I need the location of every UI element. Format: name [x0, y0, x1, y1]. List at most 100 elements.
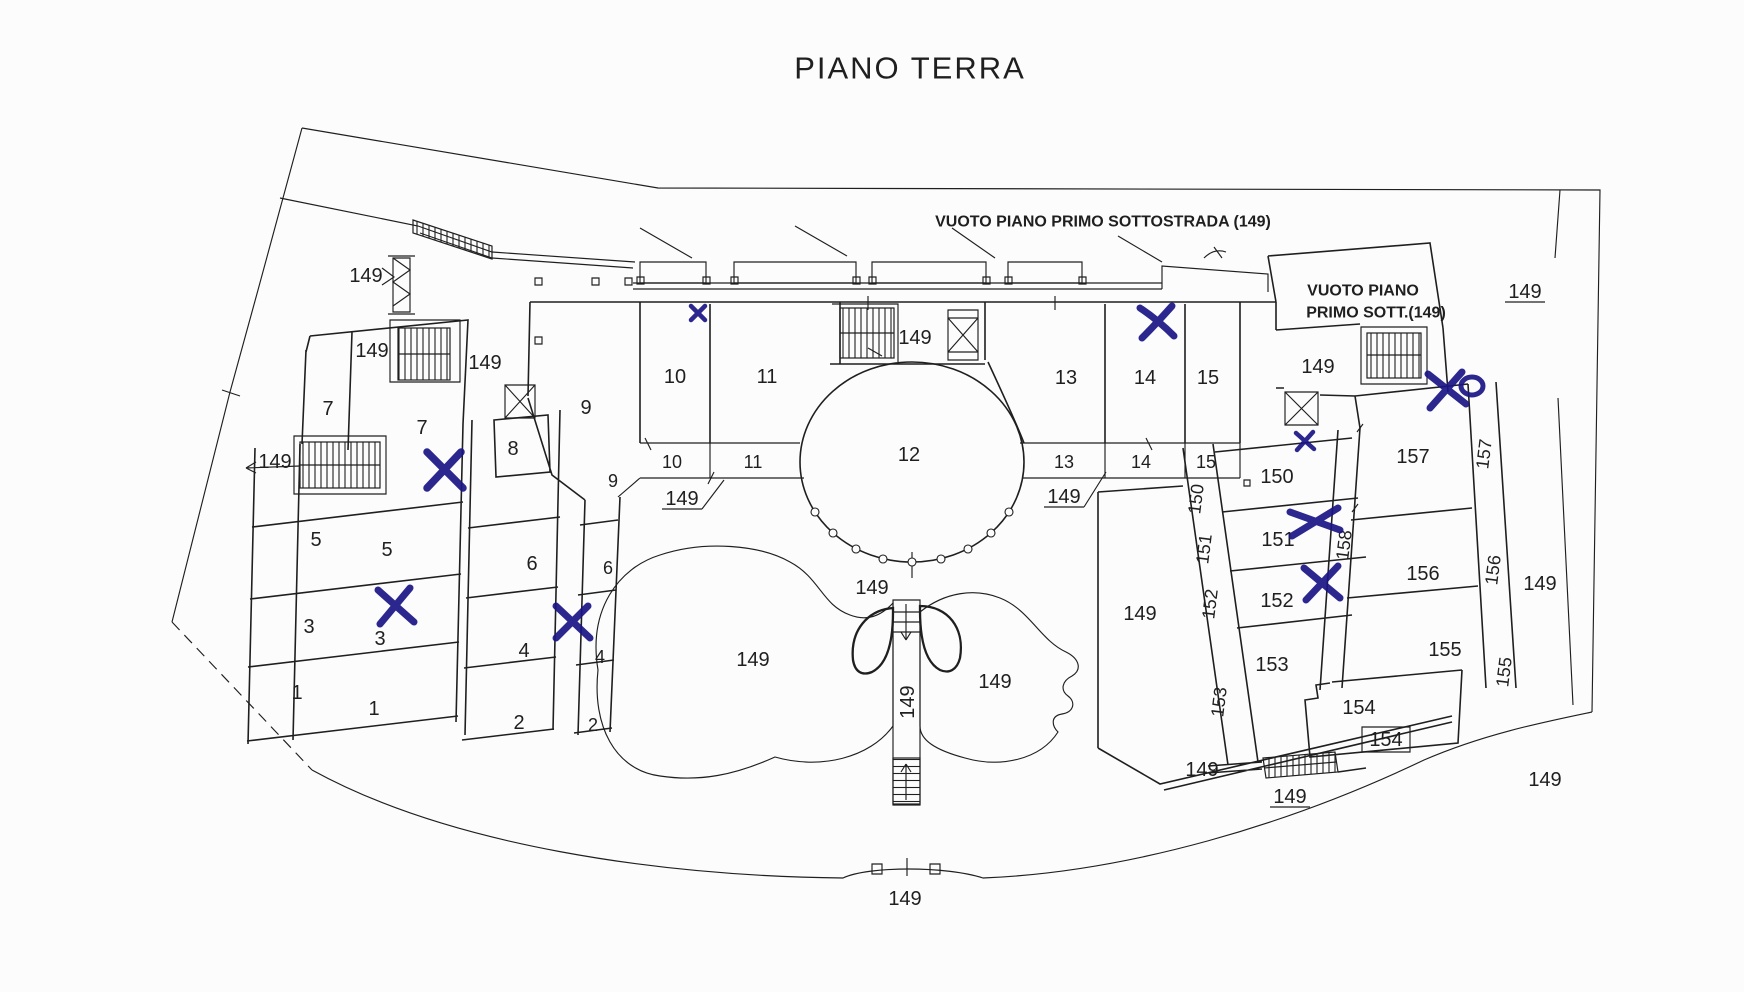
room-label-4: 4: [518, 640, 529, 662]
stairs: [245, 219, 1428, 805]
rotunda-column: [907, 557, 917, 567]
canopy-edge: [279, 197, 1269, 292]
area-label-149: 149: [468, 352, 501, 374]
area-label-149-pond: 149: [978, 671, 1011, 693]
area-label-149: 149: [258, 451, 291, 473]
ladder-truss-icon: [381, 255, 415, 315]
area-label-149-walkway: 149: [897, 685, 919, 718]
area-label-149-terrace: 149: [1123, 603, 1156, 625]
pen-x-mark-icon: [1136, 302, 1178, 342]
room-label-150: 150: [1260, 466, 1293, 488]
garden-courtyard: [595, 545, 1079, 806]
room-label-7: 7: [416, 417, 427, 439]
stairs-walkway-arrow-up: [900, 763, 912, 800]
elevator-icon: [1284, 391, 1319, 426]
pen-x-mark-icon: [1300, 562, 1344, 604]
pond-left: [595, 545, 894, 779]
pen-x-mark-icon: [374, 584, 418, 628]
room-label-10: 10: [664, 366, 686, 388]
room-label-8: 8: [507, 438, 518, 460]
area-label-149: 149: [1185, 759, 1218, 781]
room-label-152: 152: [1260, 590, 1293, 612]
room-label-5: 5: [381, 539, 392, 561]
site-boundary-outline: [171, 127, 1601, 879]
rotunda-column: [851, 544, 861, 554]
rotunda-column: [878, 554, 888, 564]
pen-x-mark-icon: [1293, 429, 1317, 453]
room-label-151-vertical: 151: [1192, 533, 1216, 565]
room-label-2-strip: 2: [588, 715, 598, 735]
rotunda-column: [1004, 507, 1014, 517]
pen-x-loop-mark-icon: [1424, 368, 1470, 412]
room-label-156: 156: [1406, 563, 1439, 585]
area-label-149-planters: 149: [855, 577, 888, 599]
column-markers: [534, 277, 633, 345]
room-label-7-strip: 7: [322, 398, 333, 420]
elevator-icon: [947, 309, 979, 361]
area-label-149-underlined: 149: [1047, 486, 1080, 508]
rotunda-column: [828, 528, 838, 538]
room-label-5-strip: 5: [310, 529, 321, 551]
pond-right: [919, 592, 1079, 763]
room-label-155: 155: [1428, 639, 1461, 661]
annotation-vuoto-top: VUOTO PIANO PRIMO SOTTOSTRADA (149): [935, 214, 1271, 231]
site-boundary-dashed: [171, 621, 313, 771]
room-label-9: 9: [580, 397, 591, 419]
area-label-149-garden: 149: [736, 649, 769, 671]
room-label-1: 1: [368, 698, 379, 720]
room-label-3: 3: [374, 628, 385, 650]
walls-left-wing: [246, 319, 621, 745]
skylight-boxes: [636, 261, 1087, 285]
stairs-bottom-right-rail: [1263, 761, 1337, 769]
area-label-149-underlined: 149: [1273, 786, 1306, 808]
room-label-6-strip: 6: [603, 558, 613, 578]
room-label-13: 13: [1055, 367, 1077, 389]
rotunda-column: [963, 544, 973, 554]
skylight-leader-lines: [639, 225, 1227, 263]
elevators: [504, 309, 1319, 426]
stairs-core-center-rail: [832, 303, 899, 362]
walls-vuoto-right-block: [1240, 242, 1449, 397]
room-label-151: 151: [1261, 529, 1294, 551]
room-label-12: 12: [898, 444, 920, 466]
planter-leaf-right: [918, 604, 962, 673]
room-label-150-vertical: 150: [1184, 483, 1208, 515]
walkway-arrow-down: [900, 604, 912, 641]
area-label-149: 149: [1528, 769, 1561, 791]
annotation-vuoto-right-2: PRIMO SOTT.(149): [1306, 305, 1446, 322]
rotunda-room-12: [799, 361, 1025, 578]
room-label-154-boxed: 154: [1369, 729, 1402, 751]
dimension-ticks: [644, 296, 1364, 513]
planter-leaf-left: [851, 606, 895, 675]
pen-x-mark-icon: [1286, 504, 1344, 540]
site-entrance-marks: [871, 858, 941, 876]
stairs-core-right-rail: [1360, 326, 1428, 385]
room-label-11: 11: [757, 366, 778, 388]
room-label-11-corridor: 11: [744, 452, 763, 472]
area-label-149: 149: [888, 888, 921, 910]
area-label-149-core: 149: [898, 327, 931, 349]
rotunda-column: [810, 507, 820, 517]
area-label-149: 149: [349, 265, 382, 287]
annotation-vuoto-right-1: VUOTO PIANO: [1307, 283, 1419, 300]
room-label-14-corridor: 14: [1131, 452, 1151, 472]
pen-x-mark-icon: [423, 448, 467, 492]
stairs-left-wing-west-rail: [245, 435, 387, 495]
walls-right-room-block: [1097, 381, 1517, 791]
label-leader-lines: [662, 301, 1545, 808]
room-label-1-strip: 1: [291, 682, 302, 704]
area-label-149-underlined: 149: [665, 488, 698, 510]
room-label-153-vertical: 153: [1207, 686, 1231, 718]
room-label-154: 154: [1342, 697, 1375, 719]
area-label-149-lobby: 149: [1301, 356, 1334, 378]
pen-x-mark-icon: [688, 303, 708, 323]
pen-annotations: [374, 302, 1486, 642]
room-label-156-vertical: 156: [1481, 554, 1505, 586]
stairs-canopy-diagonal-icon: [412, 219, 493, 260]
stairs-left-wing-top-frame: [389, 319, 461, 383]
room-label-153: 153: [1255, 654, 1288, 676]
room-label-157: 157: [1396, 446, 1429, 468]
corridor-label-158-vertical: 158: [1332, 529, 1356, 561]
